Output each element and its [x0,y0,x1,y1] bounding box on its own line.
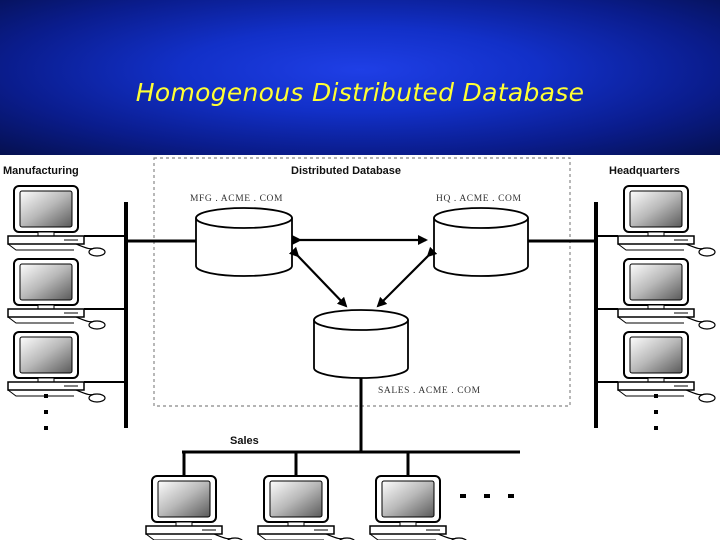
mfg-sales-link-arrow [288,246,348,308]
headquarters-computer [617,331,716,403]
distributed-database-label: Distributed Database [291,165,401,177]
manufacturing-computer [7,331,106,403]
manufacturing-label: Manufacturing [3,165,79,177]
slide-title: Homogenous Distributed Database [135,78,585,107]
headquarters-computer [617,258,716,330]
sales-database-icon [313,309,409,379]
headquarters-computer [617,185,716,257]
title-banner [0,0,720,155]
sales-computer [145,475,244,540]
manufacturing-computer [7,258,106,330]
mfg-db-label: MFG . ACME . COM [190,194,283,204]
sales-label: Sales [230,435,259,447]
sales-computer [257,475,356,540]
hq-database-icon [433,207,529,277]
mfg-database-icon [195,207,293,277]
hq-sales-link-arrow [376,246,438,308]
sales-db-label: SALES . ACME . COM [378,386,481,396]
manufacturing-computer [7,185,106,257]
sales-computer [369,475,468,540]
more-computers-ellipsis [44,394,658,498]
headquarters-label: Headquarters [609,165,680,177]
hq-db-label: HQ . ACME . COM [436,194,522,204]
